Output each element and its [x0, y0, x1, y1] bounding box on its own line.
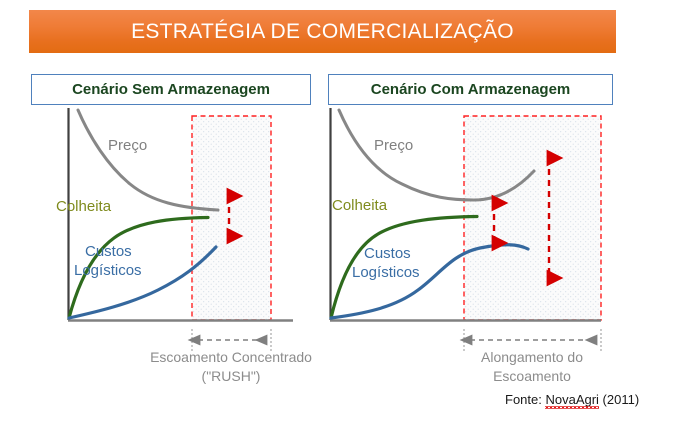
custos-label-line2: Logísticos — [352, 264, 420, 281]
custos-label-line2: Logísticos — [74, 262, 142, 279]
colheita-label: Colheita — [332, 197, 388, 214]
region-caption-line2: Escoamento — [493, 368, 571, 384]
colheita-curve — [329, 214, 479, 320]
chart-com-armazenagem: Preço Colheita Custos Logísticos Alongam… — [322, 108, 622, 398]
custos-label-line1: Custos — [364, 245, 411, 262]
panel-header-com-armazenagem: Cenário Com Armazenagem — [328, 74, 613, 105]
region-caption-line2: ("RUSH") — [202, 368, 261, 384]
preco-label: Preço — [374, 137, 413, 154]
source-name: NovaAgri — [545, 392, 600, 409]
colheita-label: Colheita — [56, 198, 112, 215]
panel-header-label: Cenário Com Armazenagem — [370, 81, 571, 98]
source-suffix: (2011) — [598, 392, 640, 407]
preco-curve — [76, 108, 220, 212]
panel-header-sem-armazenagem: Cenário Sem Armazenagem — [31, 74, 311, 105]
source-prefix: Fonte: — [505, 392, 546, 407]
colheita-curve — [67, 215, 210, 320]
custos-curve — [67, 245, 218, 320]
page-title: ESTRATÉGIA DE COMERCIALIZAÇÃO — [131, 19, 514, 43]
preco-label: Preço — [108, 137, 147, 154]
region-caption-line1: Alongamento do — [481, 349, 583, 365]
highlight-region-alongamento — [463, 115, 602, 321]
preco-curve — [337, 108, 536, 202]
custos-label-line1: Custos — [85, 243, 132, 260]
region-caption-line1: Escoamento Concentrado — [150, 349, 312, 365]
chart-sem-armazenagem: Preço Colheita Custos Logísticos Escoame… — [30, 108, 330, 398]
panel-header-label: Cenário Sem Armazenagem — [72, 81, 270, 98]
page-title-banner: ESTRATÉGIA DE COMERCIALIZAÇÃO — [29, 10, 616, 53]
source-note: Fonte: NovaAgri (2011) — [505, 392, 640, 409]
